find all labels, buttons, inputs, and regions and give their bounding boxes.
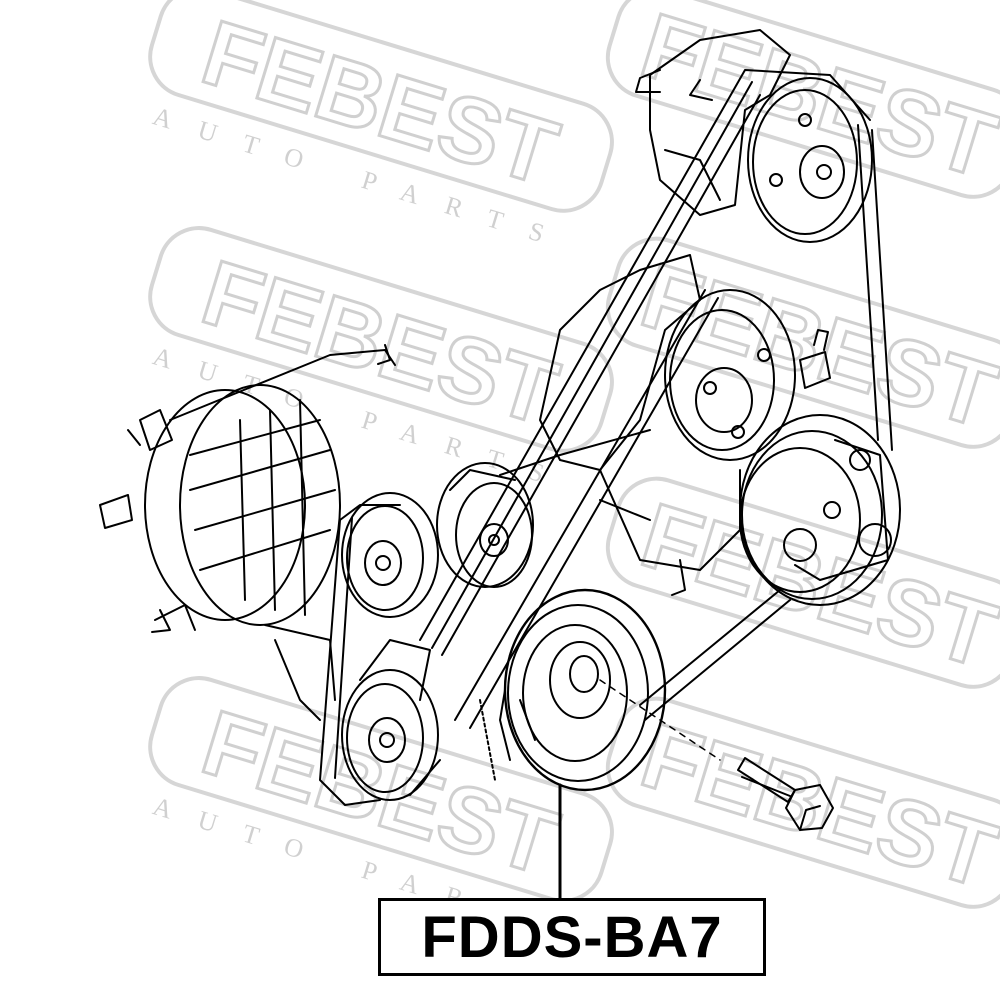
ac-clutch-pulley [739,414,901,606]
serpentine-belt [319,69,893,806]
watermark-brand: FEBEST [631,0,1000,198]
watermark-frame [148,0,614,213]
watermark-frame [148,676,614,903]
watermark-frame [605,476,1000,689]
ac-compressor-top [635,29,791,216]
watermark-frame [605,0,1000,199]
watermark-brand: FEBEST [631,484,1000,688]
watermark-frame [605,236,1000,449]
watermark-brand: FEBEST [631,244,1000,448]
alternator-pulley [341,492,439,618]
idler-pulley [436,462,534,588]
watermark-frame [605,696,1000,909]
crankshaft-pulley[interactable] [479,588,667,792]
watermark-brand: FEBEST [631,704,1000,908]
crank-bolt [599,679,834,831]
watermark-frame [148,226,614,453]
alternator [99,344,396,721]
watermark-group: FEBEST AUTO PARTS FEBEST AUTO PARTS FEBE… [148,0,1000,946]
part-number-label: FDDS-BA7 [378,898,766,976]
sensor-bolt [799,329,831,389]
upper-pulley [747,77,873,243]
tensioner-pulley [341,639,439,801]
